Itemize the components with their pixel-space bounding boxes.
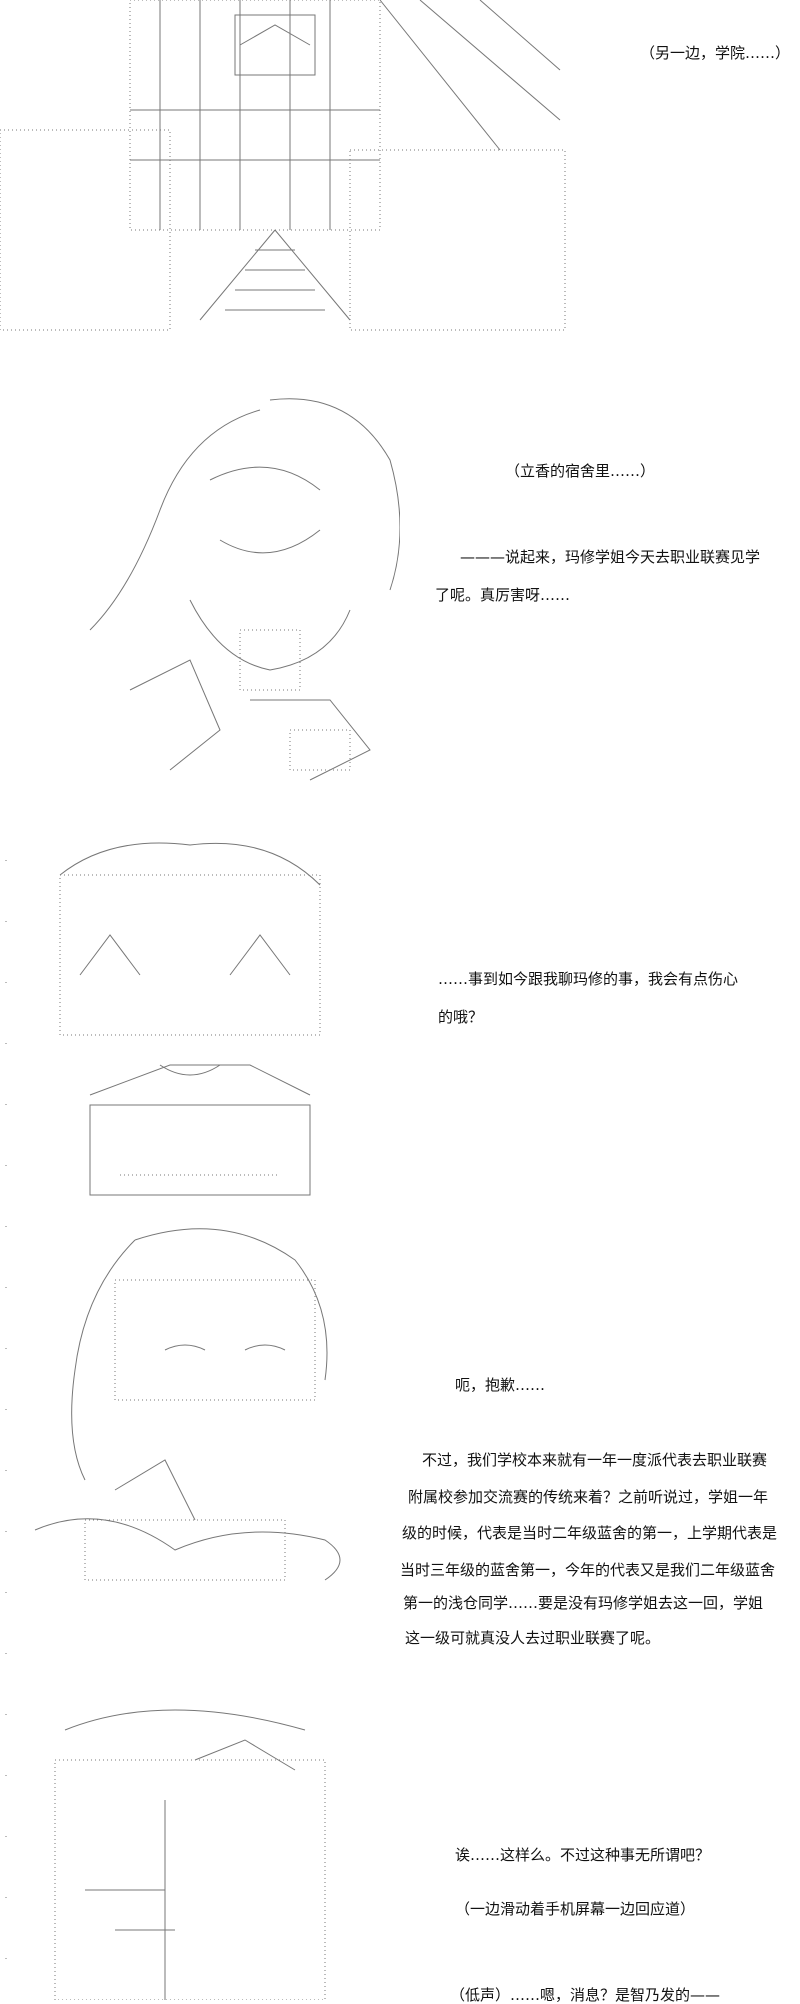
ascii-art-character-apologetic: [25, 1220, 375, 1595]
dialogue-line: ———说起来，玛修学姐今天去职业联赛见学: [460, 548, 761, 566]
dialogue-line: 附属校参加交流赛的传统来着？之前听说过，学姐一年: [408, 1488, 769, 1506]
ascii-art-girl-portrait: [70, 370, 400, 790]
dialogue-line: 第一的浅仓同学……要是没有玛修学姐去这一回，学姐: [403, 1594, 764, 1612]
scene-caption-academy: （另一边，学院……）: [640, 44, 791, 62]
narration-line: （一边滑动着手机屏幕一边回应道）: [455, 1900, 696, 1918]
dialogue-line: 诶……这样么。不过这种事无所谓吧？: [455, 1846, 711, 1864]
ascii-art-character-phone: [45, 1700, 345, 2000]
ascii-art-character-shy: [50, 835, 340, 1205]
dialogue-line: 不过，我们学校本来就有一年一度派代表去职业联赛: [407, 1451, 768, 1469]
dialogue-line: 呃，抱歉……: [455, 1376, 546, 1394]
dialogue-line: 了呢。真厉害呀……: [435, 586, 571, 604]
dialogue-line: ……事到如今跟我聊玛修的事，我会有点伤心: [438, 970, 739, 988]
dialogue-line: （低声）……嗯，消息？是智乃发的——: [450, 1986, 721, 2004]
scene-caption-dorm: （立香的宿舍里……）: [505, 462, 656, 480]
dialogue-line: 这一级可就真没人去过职业联赛了呢。: [405, 1629, 661, 1647]
ascii-art-academy-building: [0, 0, 570, 335]
left-margin-dots: [2, 860, 10, 1960]
dialogue-line: 级的时候，代表是当时二年级蓝舍的第一，上学期代表是: [402, 1524, 778, 1542]
dialogue-line: 的哦？: [438, 1008, 484, 1026]
dialogue-line: 当时三年级的蓝舍第一，今年的代表又是我们二年级蓝舍: [400, 1561, 776, 1579]
